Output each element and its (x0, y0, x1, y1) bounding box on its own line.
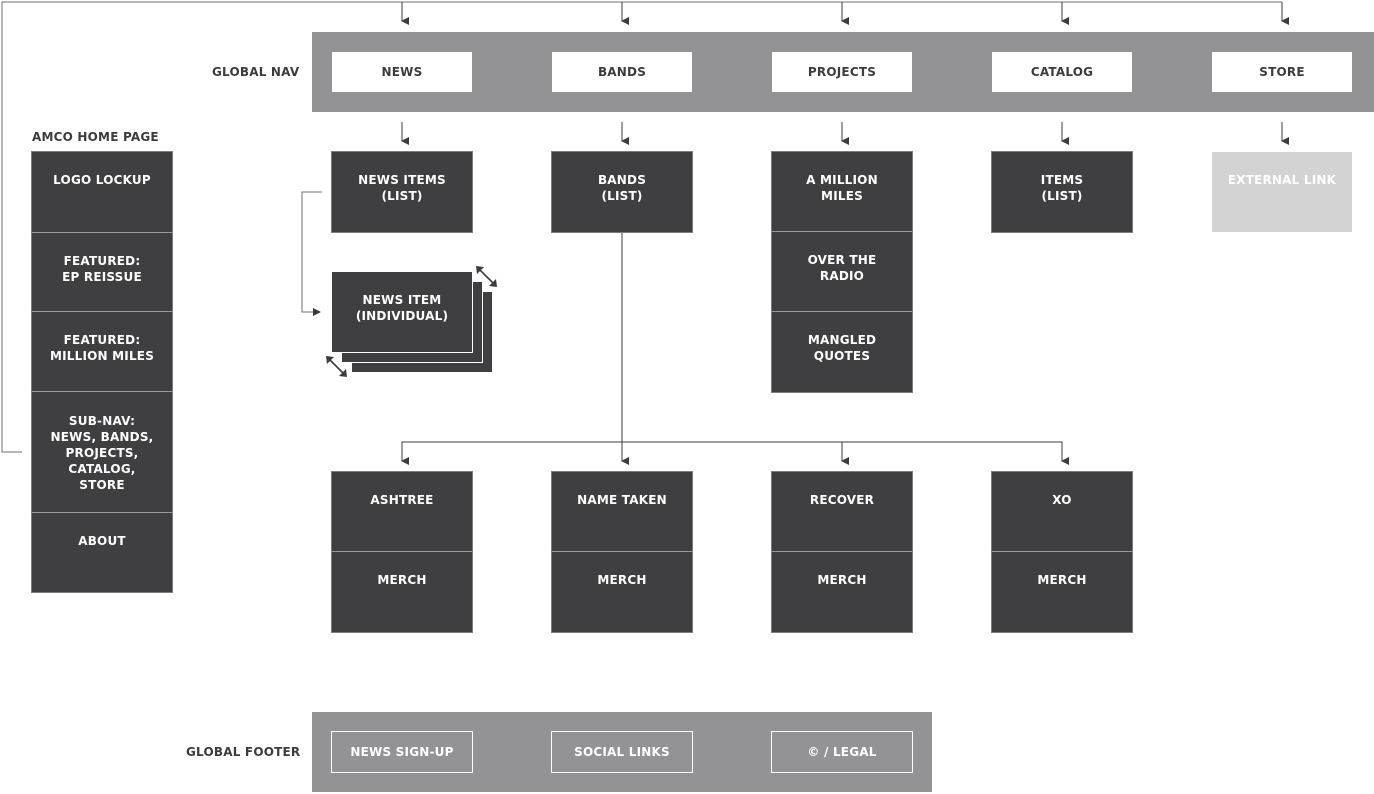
home-logo-lockup[interactable]: LOGO LOCKUP (31, 151, 173, 232)
footer-legal-button[interactable]: © / LEGAL (771, 731, 913, 773)
nav-projects-button[interactable]: PROJECTS (772, 52, 912, 92)
subnav-to-globalnav-line (1, 1, 1282, 453)
band-name-taken-merch[interactable]: MERCH (551, 551, 693, 633)
expand-arrows-icon-bottom-left (326, 356, 347, 377)
news-items-list[interactable]: NEWS ITEMS (LIST) (331, 151, 473, 233)
band-xo-merch[interactable]: MERCH (991, 551, 1133, 633)
expand-arrows-icon-top-right (476, 266, 497, 287)
band-xo[interactable]: XO (991, 471, 1133, 552)
home-sub-nav[interactable]: SUB-NAV: NEWS, BANDS, PROJECTS, CATALOG,… (31, 391, 173, 513)
home-about[interactable]: ABOUT (31, 512, 173, 593)
news-item-individual[interactable]: NEWS ITEM (INDIVIDUAL) (331, 271, 473, 353)
external-link-box[interactable]: EXTERNAL LINK (1212, 152, 1352, 232)
project-mangled-quotes[interactable]: MANGLED QUOTES (771, 311, 913, 393)
band-recover-merch[interactable]: MERCH (771, 551, 913, 633)
band-name-taken[interactable]: NAME TAKEN (551, 471, 693, 552)
footer-news-signup-button[interactable]: NEWS SIGN-UP (331, 731, 473, 773)
band-recover[interactable]: RECOVER (771, 471, 913, 552)
band-ashtree[interactable]: ASHTREE (331, 471, 473, 552)
nav-catalog-button[interactable]: CATALOG (992, 52, 1132, 92)
home-featured-million-miles[interactable]: FEATURED: MILLION MILES (31, 311, 173, 392)
nav-news-button[interactable]: NEWS (332, 52, 472, 92)
global-nav-label: GLOBAL NAV (212, 65, 300, 79)
items-list[interactable]: ITEMS (LIST) (991, 151, 1133, 233)
global-footer-band (312, 712, 932, 792)
project-over-the-radio[interactable]: OVER THE RADIO (771, 231, 913, 312)
nav-store-button[interactable]: STORE (1212, 52, 1352, 92)
bands-list[interactable]: BANDS (LIST) (551, 151, 693, 233)
nav-bands-button[interactable]: BANDS (552, 52, 692, 92)
global-footer-label: GLOBAL FOOTER (186, 745, 301, 759)
home-page-label: AMCO HOME PAGE (32, 130, 159, 144)
footer-social-links-button[interactable]: SOCIAL LINKS (551, 731, 693, 773)
band-ashtree-merch[interactable]: MERCH (331, 551, 473, 633)
project-a-million-miles[interactable]: A MILLION MILES (771, 151, 913, 232)
home-featured-ep-reissue[interactable]: FEATURED: EP REISSUE (31, 232, 173, 312)
